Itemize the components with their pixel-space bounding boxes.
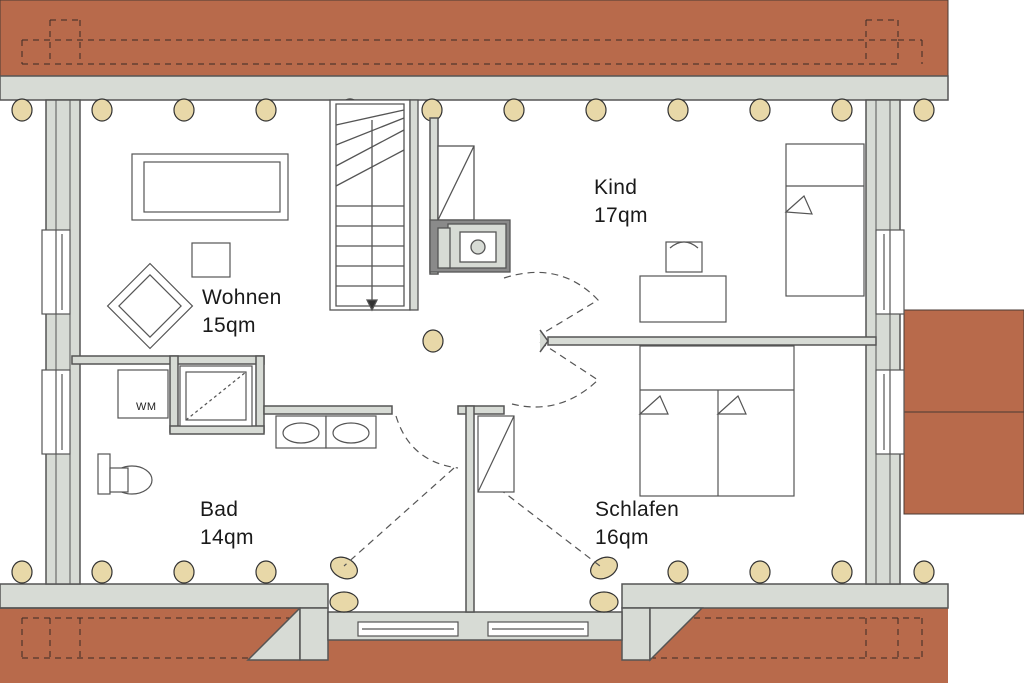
windows xyxy=(41,229,905,637)
room-label-bad: Bad 14qm xyxy=(200,496,254,552)
roof-beams xyxy=(11,98,935,613)
chimney xyxy=(429,145,511,273)
room-name-kind: Kind xyxy=(594,176,638,199)
room-label-wohnen: Wohnen 15qm xyxy=(202,284,282,340)
roof-bottom xyxy=(0,583,949,683)
room-name-bad: Bad xyxy=(200,498,239,521)
room-label-schlafen: Schlafen 16qm xyxy=(595,496,679,552)
washing-machine-label: WM xyxy=(136,401,157,413)
exterior-walls xyxy=(45,99,901,585)
staircase xyxy=(329,99,419,312)
wohnen-furniture xyxy=(106,153,289,350)
schlafen-furniture xyxy=(477,345,795,497)
room-area-kind: 17qm xyxy=(594,204,648,227)
room-area-bad: 14qm xyxy=(200,526,254,549)
room-name-wohnen: Wohnen xyxy=(202,286,282,309)
interior-walls xyxy=(71,117,877,613)
room-area-wohnen: 15qm xyxy=(202,314,256,337)
room-name-schlafen: Schlafen xyxy=(595,498,680,521)
room-label-kind: Kind 17qm xyxy=(594,174,648,230)
door-wedge xyxy=(539,329,549,353)
bad-fixtures xyxy=(97,365,377,495)
room-area-schlafen: 16qm xyxy=(595,526,649,549)
roof-top xyxy=(0,0,949,101)
kind-furniture xyxy=(639,143,865,323)
